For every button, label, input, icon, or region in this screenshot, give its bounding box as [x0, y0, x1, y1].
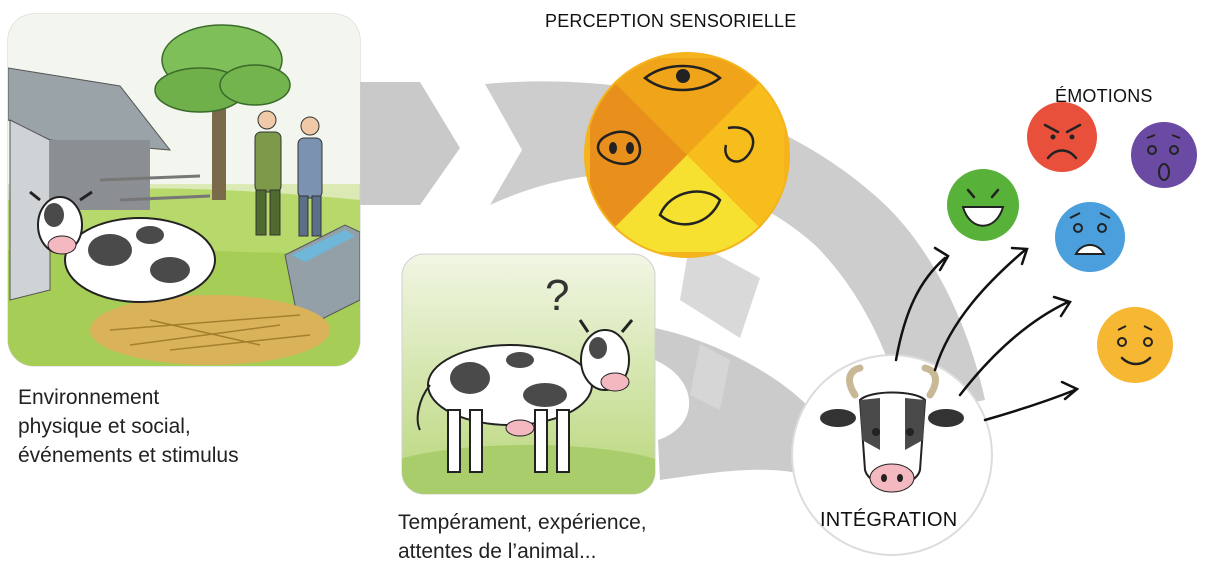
caption-line: Environnement: [18, 386, 160, 409]
question-mark: ?: [545, 271, 569, 320]
skin-touch-icon: [658, 190, 722, 226]
lying-cow: [29, 190, 216, 303]
emotion-face-calm: [1097, 307, 1173, 383]
emotion-arrows: [894, 246, 1080, 422]
emotion-face-sadness: [1055, 202, 1125, 272]
caption-line: attentes de l’animal...: [398, 540, 597, 563]
sensory-perception-circle: [584, 52, 790, 258]
emotion-face-joy: [947, 169, 1019, 241]
emotion-face-anger: [1027, 102, 1097, 172]
integration-label: INTÉGRATION: [820, 509, 958, 531]
environment-caption: Environnement physique et social, événem…: [18, 383, 348, 470]
integration-circle: [791, 354, 993, 556]
caption-line: physique et social,: [18, 415, 191, 438]
farmer-figures: [254, 110, 323, 237]
temperament-caption: Tempérament, expérience, attentes de l’a…: [398, 508, 738, 566]
temperament-illustration: ?: [401, 253, 656, 495]
caption-line: événements et stimulus: [18, 444, 239, 467]
emotions-label: ÉMOTIONS: [1055, 86, 1153, 106]
caption-line: Tempérament, expérience,: [398, 511, 647, 534]
eye-icon: [642, 64, 723, 92]
environment-illustration: [7, 13, 361, 367]
cow-head-icon: [820, 364, 964, 493]
perception-label: PERCEPTION SENSORIELLE: [545, 11, 797, 31]
emotion-face-fear: [1131, 122, 1197, 188]
nose-icon: [596, 130, 642, 166]
tongue-icon: [724, 126, 755, 163]
standing-cow: [416, 319, 634, 473]
